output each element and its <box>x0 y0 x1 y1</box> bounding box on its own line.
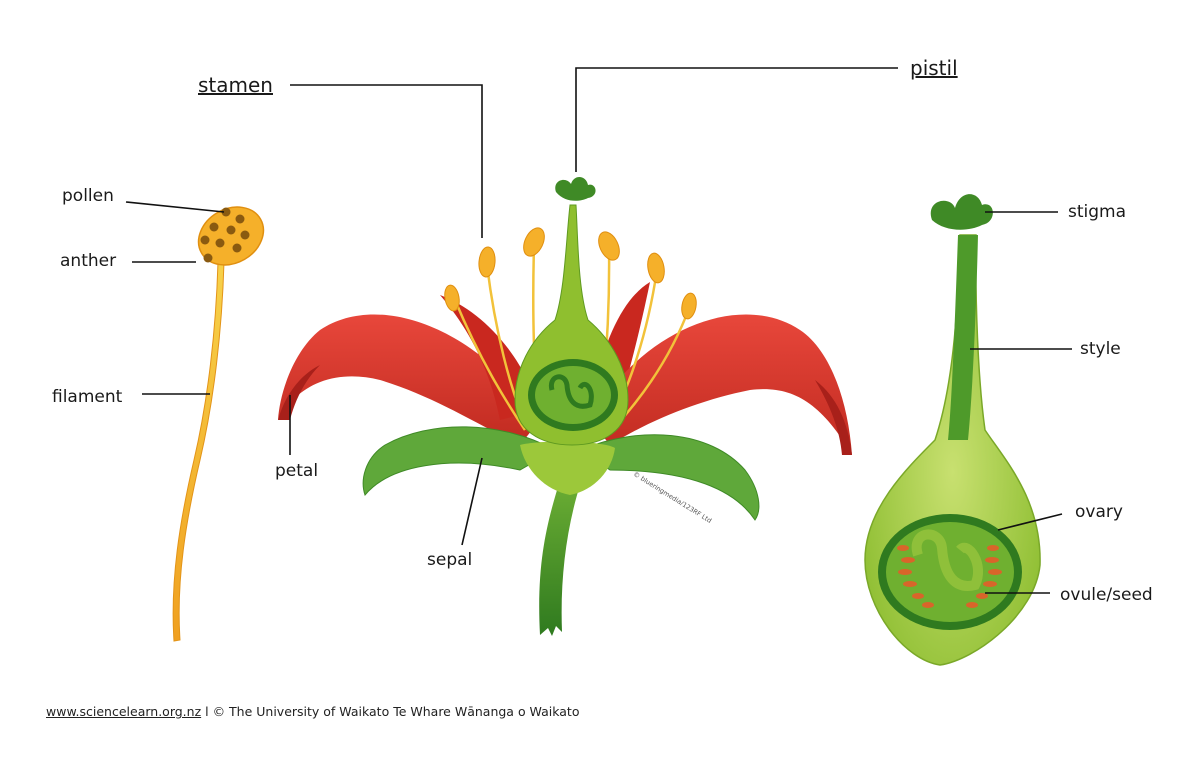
ovary-label: ovary <box>1075 502 1123 522</box>
footer-copyright: © The University of Waikato Te Whare Wān… <box>212 704 580 719</box>
petal-left-fold <box>278 365 320 420</box>
receptacle-shape <box>520 441 615 495</box>
pollen-leader <box>125 201 225 213</box>
anther-shape <box>197 206 265 266</box>
pistil-leader <box>575 67 898 172</box>
sepal-label: sepal <box>427 550 473 570</box>
sepal-leader <box>461 457 483 546</box>
sepal-left-shape <box>362 426 557 497</box>
petal-right-shape <box>590 314 852 455</box>
flower-stigma-shape <box>555 176 596 201</box>
petal-left-shape <box>278 314 540 445</box>
style-label: style <box>1080 339 1121 359</box>
petal-label: petal <box>275 461 319 481</box>
ovary-septum <box>911 529 984 591</box>
filament-label: filament <box>52 387 123 407</box>
flower-anthers <box>444 227 697 320</box>
petal-back-left-shape <box>440 295 540 420</box>
stamen-leader <box>290 84 483 238</box>
pollen-label: pollen <box>62 186 114 206</box>
ovary-leader <box>997 513 1063 531</box>
pistil-detail <box>864 194 1041 666</box>
leader-lines <box>125 67 1072 594</box>
filament-shape <box>172 261 225 642</box>
stem-shape <box>539 480 580 636</box>
footer-separator: l <box>201 704 213 719</box>
petal-right-fold <box>815 380 852 455</box>
stamen-label: stamen <box>198 73 273 97</box>
flower-illustration <box>278 176 852 636</box>
stamen-detail <box>172 206 265 642</box>
footer: www.sciencelearn.org.nz l © The Universi… <box>46 704 579 719</box>
footer-link[interactable]: www.sciencelearn.org.nz <box>46 704 202 719</box>
sepal-right-shape <box>578 434 760 521</box>
pistil-label: pistil <box>910 56 958 80</box>
anther-label: anther <box>60 251 117 271</box>
stigma-label: stigma <box>1068 202 1127 222</box>
ovule-dots <box>897 545 1002 608</box>
ovule-seed-label: ovule/seed <box>1060 585 1153 605</box>
stigma-shape <box>930 194 993 230</box>
style-shape <box>948 235 978 440</box>
pollen-grains <box>200 207 250 263</box>
